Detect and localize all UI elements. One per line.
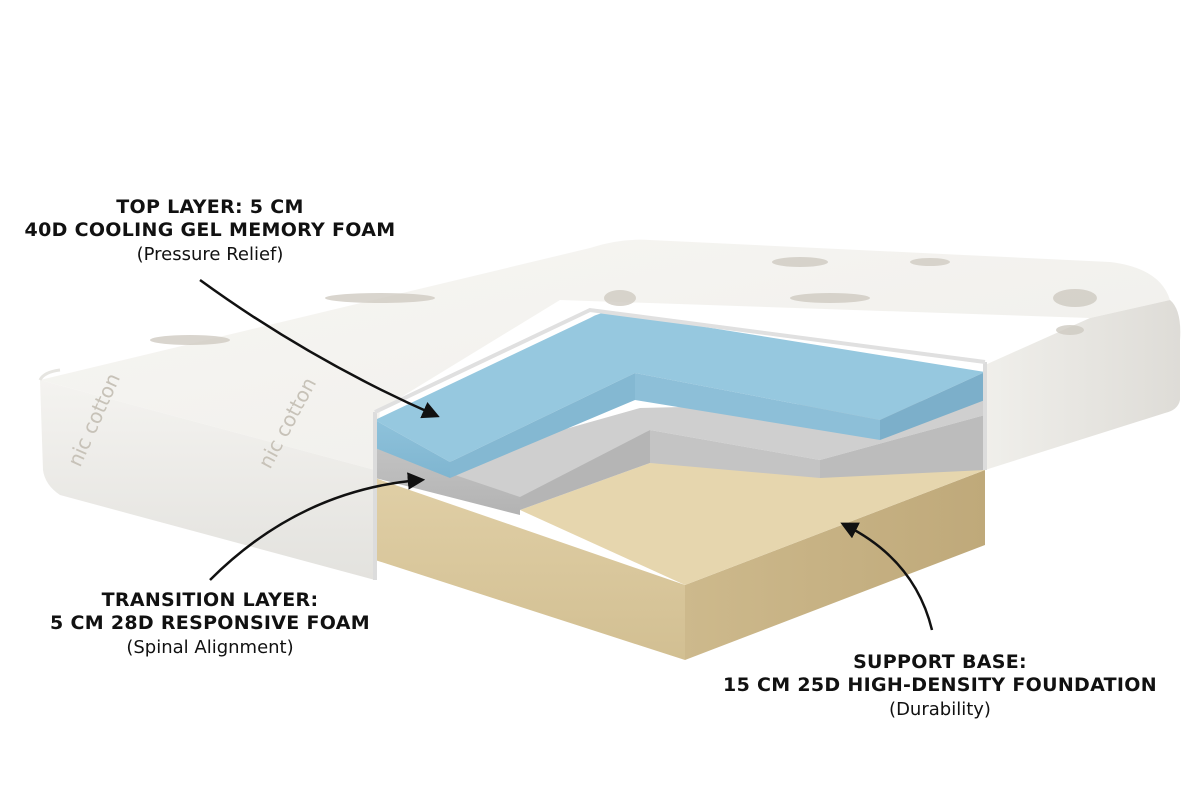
cover-left-side [40,380,375,580]
transition-layer-callout-arrow [209,472,426,581]
support-base-spec: 15 CM 25D HIGH-DENSITY FOUNDATION [723,673,1157,696]
top-layer-benefit: (Pressure Relief) [136,243,284,265]
support-base-right-face [685,470,985,660]
support-base-top-face [520,463,985,585]
top-layer-title: TOP LAYER: 5 CM [116,196,304,218]
transition-layer-benefit: (Spinal Alignment) [126,636,294,658]
top-layer-callout-arrow [199,278,440,419]
cover-right-side [985,300,1181,470]
support-base-callout-arrow [840,522,934,631]
transition-layer-label: TRANSITION LAYER: 5 CM 28D RESPONSIVE FO… [30,589,390,658]
transition-layer-spec: 5 CM 28D RESPONSIVE FOAM [50,611,370,634]
support-base-front-face [375,478,685,660]
top-layer-front-face [375,420,450,478]
support-base-label: SUPPORT BASE: 15 CM 25D HIGH-DENSITY FOU… [690,651,1190,720]
support-base-title: SUPPORT BASE: [853,651,1027,673]
transition-layer-title: TRANSITION LAYER: [101,589,319,611]
cover-print-pattern [150,257,1097,345]
transition-layer-front-face [375,448,520,515]
top-layer-spec: 40D COOLING GEL MEMORY FOAM [24,218,396,241]
support-base-benefit: (Durability) [889,698,991,720]
top-layer-top-face [375,312,985,462]
cover-top-surface [40,239,1170,470]
top-layer-label: TOP LAYER: 5 CM 40D COOLING GEL MEMORY F… [10,196,410,265]
